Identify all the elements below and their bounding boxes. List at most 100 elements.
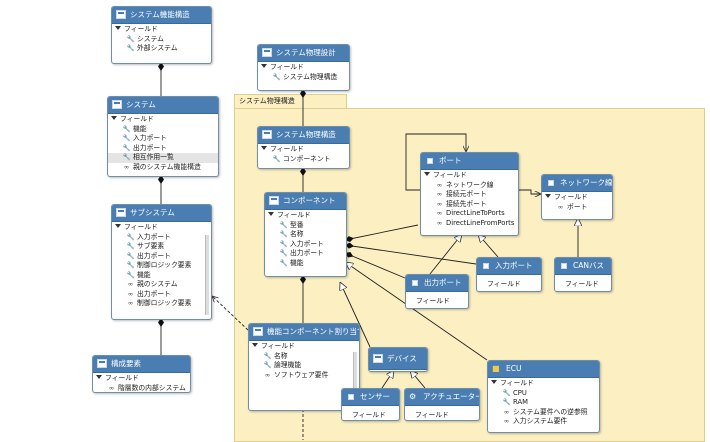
field-item[interactable]: ∞接続元ポート [436, 190, 487, 198]
field-section[interactable]: フィールド [249, 341, 359, 352]
field-section[interactable]: フィールド [542, 192, 612, 203]
field-item[interactable]: 🔧入力ポート [279, 239, 324, 248]
field-section-collapsed[interactable]: フィールド [565, 280, 599, 288]
package-tab[interactable]: システム物理構造 [234, 94, 347, 111]
class-icon [116, 10, 126, 19]
class-system[interactable]: システム フィールド 🔧機能 🔧入力ポート 🔧出力ポート 🔧相互作用一覧 ∞親の… [107, 96, 219, 177]
class-network-line[interactable]: ネットワーク線 フィールド ∞ポート [541, 174, 613, 220]
class-can-bus[interactable]: CANバス フィールド [554, 257, 612, 292]
class-title: システム機能構造 [130, 10, 190, 19]
class-subsystem[interactable]: サブシステム フィールド 🔧入力ポート 🔧サブ要素 🔧出力ポート 🔧制御ロジック… [111, 204, 212, 320]
field-item[interactable]: ∞階層数の内部システム [108, 383, 186, 392]
field-item[interactable]: 🔧コンポーネント [272, 154, 331, 163]
field-item[interactable]: 🔧システム [126, 34, 164, 43]
field-item[interactable]: ∞システム要件への逆参照 [503, 407, 588, 416]
wrench-icon: 🔧 [122, 143, 131, 152]
wrench-icon: 🔧 [279, 239, 288, 248]
class-title: システム物理構造 [276, 130, 336, 139]
field-item[interactable]: 🔧サブ要素 [126, 242, 165, 250]
field-item[interactable]: 🔧外部システム [126, 44, 178, 52]
field-item[interactable]: 🔧機能 [126, 270, 151, 279]
class-title: 構成要素 [111, 359, 141, 368]
field-section[interactable]: フィールド [488, 378, 599, 389]
field-item[interactable]: 🔧入力ポート [126, 232, 171, 241]
class-component-element[interactable]: 構成要素 フィールド ∞階層数の内部システム [92, 355, 191, 393]
field-section[interactable]: フィールド [265, 210, 346, 221]
triangle-down-icon [268, 212, 274, 216]
field-item[interactable]: 🔧論理機能 [263, 361, 302, 369]
field-item[interactable]: 🔧名称 [263, 351, 288, 360]
link-icon: ∞ [503, 417, 510, 425]
class-icon [373, 354, 383, 363]
field-section-collapsed[interactable]: フィールド [487, 280, 521, 288]
field-item[interactable]: 🔧機能 [122, 124, 147, 133]
field-item[interactable]: 🔧型番 [279, 220, 304, 229]
class-title: ネットワーク線 [560, 178, 613, 187]
wrench-icon: 🔧 [126, 44, 135, 52]
scrollbar[interactable] [205, 235, 209, 315]
field-item[interactable]: 🔧RAM [502, 398, 528, 406]
scrollbar[interactable] [353, 352, 357, 392]
field-section-collapsed[interactable]: フィールド [415, 411, 449, 419]
class-system-physical-structure[interactable]: システム物理構造 フィールド 🔧コンポーネント [257, 126, 350, 169]
field-item[interactable]: ∞接続先ポート [436, 199, 487, 208]
link-icon: ∞ [123, 162, 130, 171]
field-section[interactable]: フィールド [93, 373, 190, 384]
field-item[interactable]: 🔧出力ポート [126, 251, 171, 260]
field-item[interactable]: 🔧制御ロジック要素 [126, 261, 192, 269]
class-device[interactable]: デバイス [368, 347, 428, 372]
field-item[interactable]: 🔧名称 [279, 230, 304, 238]
field-item[interactable]: 🔧入力ポート [122, 134, 167, 142]
class-port[interactable]: ポート フィールド ∞ネットワーク線 ∞接続元ポート ∞接続先ポート ∞Dire… [420, 152, 519, 236]
class-input-port[interactable]: 入力ポート フィールド [476, 257, 542, 292]
field-section[interactable]: フィールド [108, 114, 218, 125]
field-item[interactable]: ∞親のシステム機能構造 [123, 162, 201, 171]
field-item[interactable]: 🔧出力ポート [279, 249, 324, 257]
class-icon [561, 263, 567, 269]
folder-icon: ■ [492, 364, 500, 373]
wrench-icon: 🔧 [122, 124, 131, 133]
class-title: サブシステム [130, 208, 175, 217]
field-item-selected[interactable]: 🔧相互作用一覧 [108, 153, 218, 163]
class-icon [548, 180, 554, 186]
field-item[interactable]: ∞出力ポート [127, 289, 171, 298]
field-item[interactable]: ∞ソフトウェア要件 [264, 370, 329, 379]
link-icon: ∞ [436, 209, 443, 217]
class-actuator[interactable]: ⚙ アクチュエーター フィールド [404, 388, 480, 421]
class-title: システム [126, 100, 156, 109]
field-section-collapsed[interactable]: フィールド [416, 297, 450, 305]
class-component[interactable]: コンポーネント フィールド 🔧型番 🔧名称 🔧入力ポート 🔧出力ポート 🔧機能 [264, 192, 347, 277]
link-icon: ∞ [127, 299, 134, 307]
gear-icon: ⚙ [409, 392, 417, 401]
field-item[interactable]: ∞DirectLineFromPorts [436, 218, 515, 227]
class-title: アクチュエーター [423, 392, 480, 401]
field-item[interactable]: ∞DirectLineToPorts [436, 209, 505, 217]
link-icon: ∞ [127, 280, 134, 288]
class-icon [269, 196, 279, 205]
field-item[interactable]: ∞入力システム要件 [503, 417, 568, 425]
field-section[interactable]: フィールド [421, 170, 518, 181]
field-section[interactable]: フィールド [258, 62, 349, 73]
field-item[interactable]: ∞制御ロジック要素 [127, 299, 192, 307]
class-system-function-structure[interactable]: システム機能構造 フィールド 🔧システム 🔧外部システム [111, 6, 212, 64]
field-section-collapsed[interactable]: フィールド [352, 411, 386, 419]
triangle-down-icon [115, 26, 121, 30]
class-ecu[interactable]: ■ ECU フィールド 🔧CPU 🔧RAM ∞システム要件への逆参照 ∞入力システ… [487, 360, 600, 433]
class-title: ECU [506, 364, 522, 373]
class-output-port[interactable]: 出力ポート フィールド [405, 274, 469, 309]
class-sensor[interactable]: センサー フィールド [341, 388, 400, 421]
field-section[interactable]: フィールド [258, 144, 349, 155]
wrench-icon: 🔧 [279, 220, 288, 229]
field-section[interactable]: フィールド [112, 24, 211, 35]
field-item[interactable]: 🔧CPU [502, 388, 527, 397]
field-item[interactable]: 🔧システム物理構造 [272, 72, 338, 81]
field-item[interactable]: ∞親のシステム [127, 280, 178, 288]
field-item[interactable]: 🔧出力ポート [122, 143, 167, 152]
field-item[interactable]: ∞ネットワーク線 [436, 180, 494, 189]
field-item[interactable]: ∞ポート [557, 202, 588, 211]
field-section[interactable]: フィールド [112, 222, 211, 233]
class-system-physical-design[interactable]: システム物理設計 フィールド 🔧システム物理構造 [257, 44, 350, 91]
class-icon [253, 327, 263, 336]
field-item[interactable]: 🔧機能 [279, 258, 304, 267]
class-icon [348, 394, 354, 400]
